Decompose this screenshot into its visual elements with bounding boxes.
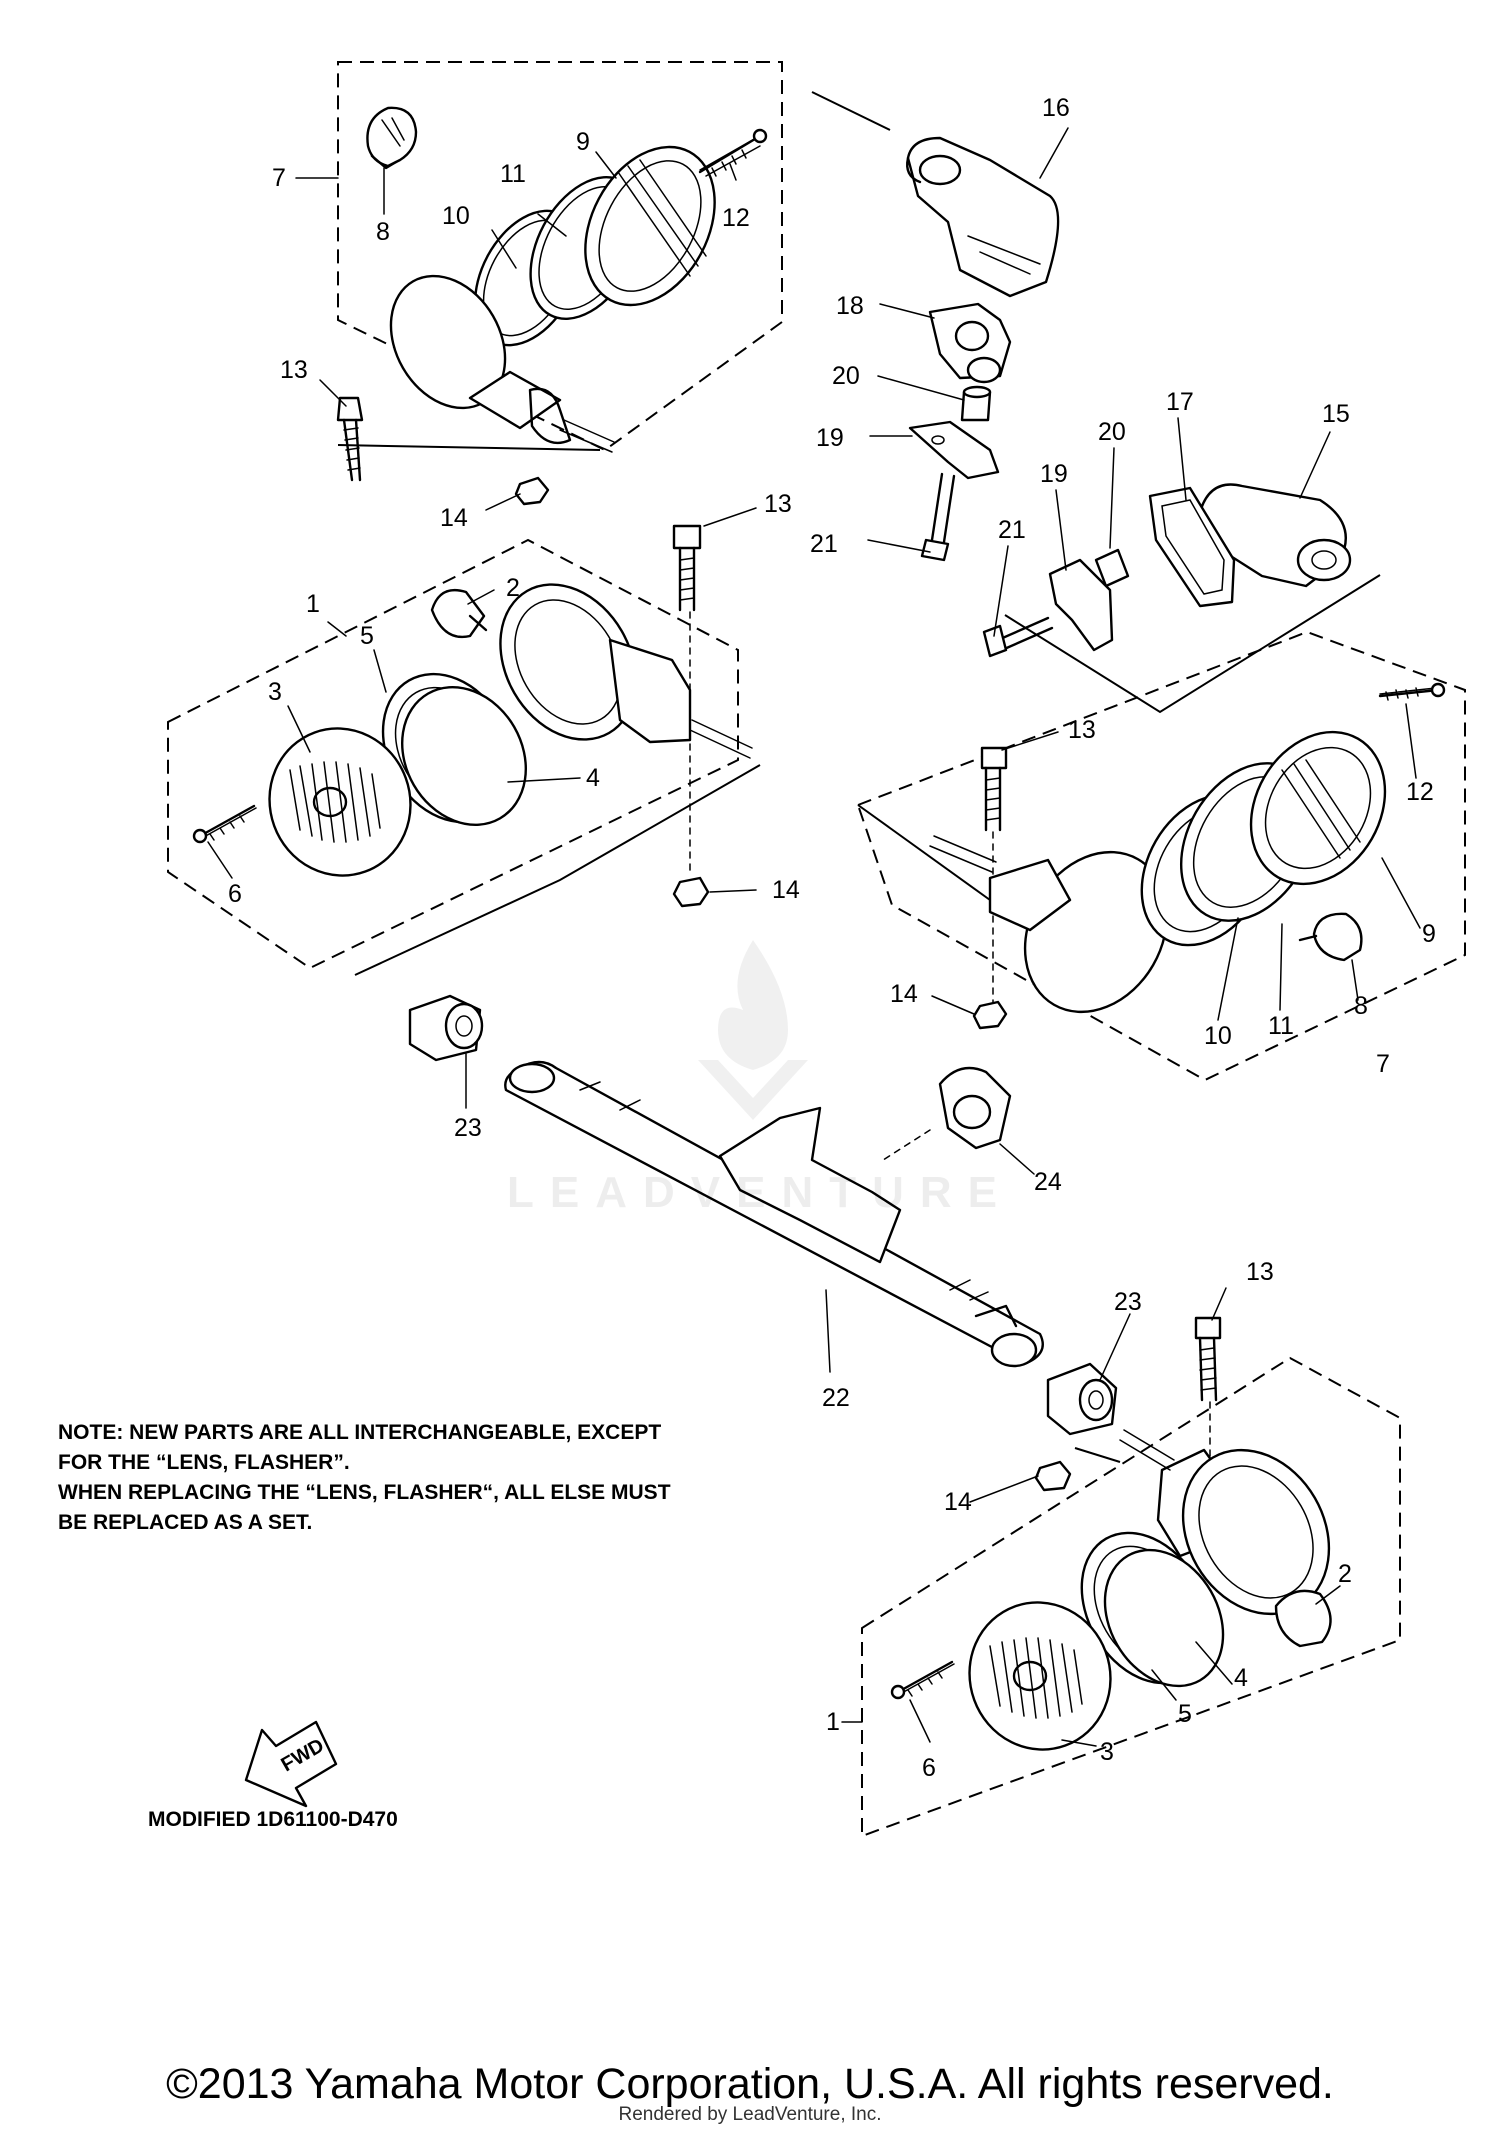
- fwd-arrow: FWD: [244, 1720, 338, 1808]
- callout-c4a: 9: [576, 128, 590, 156]
- callout-c38a: 23: [1114, 1288, 1142, 1316]
- callout-c28a: 12: [1406, 778, 1434, 806]
- callout-c24a: 6: [228, 880, 242, 908]
- callout-c26a: 14: [772, 876, 800, 904]
- callout-c12a: 19: [816, 424, 844, 452]
- callout-c29a: 9: [1422, 920, 1436, 948]
- callout-c14a: 17: [1166, 388, 1194, 416]
- outline-assembly-1-left: [167, 538, 739, 970]
- callout-c6a: 12: [722, 204, 750, 232]
- callout-c20a: 2: [506, 574, 520, 602]
- assembly-outlines: [167, 61, 1466, 1838]
- flasher-left-parts: [192, 583, 753, 877]
- callout-c42a: 4: [1234, 1664, 1248, 1692]
- callout-c35a: 23: [454, 1114, 482, 1142]
- leadventure-logo-watermark: [698, 940, 808, 1120]
- callout-c25a: 13: [764, 490, 792, 518]
- interchangeability-note: NOTE: NEW PARTS ARE ALL INTERCHANGEABLE,…: [58, 1418, 818, 1538]
- bulb-part-8: [366, 106, 418, 170]
- callout-c41a: 2: [1338, 1560, 1352, 1588]
- callout-numbers: 7 8 11 9 10 12 13 14 16 18 20 19 21 17 1…: [228, 94, 1436, 1782]
- bracket-parts-upper-right: [906, 136, 1352, 658]
- callout-c5a: 10: [442, 202, 470, 230]
- note-line-3: WHEN REPLACING THE “LENS, FLASHER“, ALL …: [58, 1481, 671, 1504]
- callout-c34a: 7: [1376, 1050, 1390, 1078]
- modified-code: MODIFIED 1D61100-D470: [148, 1808, 398, 1831]
- callout-c17a: 19: [1040, 460, 1068, 488]
- callout-c36a: 24: [1034, 1168, 1062, 1196]
- lens-right-parts: [929, 682, 1446, 1030]
- callout-c23a: 4: [586, 764, 600, 792]
- bolt-part-13-upper: [336, 396, 364, 482]
- bolt-part-13-center: [672, 524, 702, 871]
- callout-c3a: 11: [500, 160, 526, 188]
- nut-part-14-upper: [514, 476, 550, 506]
- callout-c15a: 15: [1322, 400, 1350, 428]
- callout-c44a: 6: [922, 1754, 936, 1782]
- outline-assembly-7-upper: [337, 61, 783, 452]
- outline-assembly-1-right: [861, 1356, 1401, 1838]
- outline-assembly-7-right: [856, 630, 1466, 1082]
- callout-c18a: 21: [998, 516, 1026, 544]
- rendered-by-text: Rendered by LeadVenture, Inc.: [618, 2104, 882, 2125]
- callout-c8a: 14: [440, 504, 468, 532]
- callout-c16a: 20: [1098, 418, 1126, 446]
- callout-c37a: 22: [822, 1384, 850, 1412]
- callout-c13a: 21: [810, 530, 838, 558]
- callout-c45a: 3: [1100, 1738, 1114, 1766]
- nut-part-14-center: [672, 876, 710, 908]
- callout-c46a: 5: [1178, 1700, 1192, 1728]
- callout-c9a: 16: [1042, 94, 1070, 122]
- copyright-text: ©2013 Yamaha Motor Corporation, U.S.A. A…: [166, 2060, 1334, 2108]
- callout-c11a: 20: [832, 362, 860, 390]
- callout-c43a: 1: [826, 1708, 840, 1736]
- callout-c21a: 3: [268, 678, 282, 706]
- watermark-text: LEADVENTURE: [506, 1168, 1014, 1217]
- callout-c30a: 14: [890, 980, 918, 1008]
- callout-c7a: 13: [280, 356, 308, 384]
- callout-c33a: 8: [1354, 992, 1368, 1020]
- note-line-4: BE REPLACED AS A SET.: [58, 1511, 313, 1534]
- callout-c40a: 14: [944, 1488, 972, 1516]
- note-line-1: NOTE: NEW PARTS ARE ALL INTERCHANGEABLE,…: [58, 1421, 662, 1444]
- leader-lines: [207, 127, 1421, 1747]
- callout-c2a: 8: [376, 218, 390, 246]
- lens-upper-parts: [389, 128, 768, 453]
- callout-c19a: 1: [306, 590, 320, 618]
- callout-c1a: 7: [272, 164, 286, 192]
- callout-c22a: 5: [360, 622, 374, 650]
- callout-c39a: 13: [1246, 1258, 1274, 1286]
- callout-c32a: 11: [1268, 1012, 1294, 1040]
- bar-assembly-parts: [408, 994, 1118, 1436]
- callout-c10a: 18: [836, 292, 864, 320]
- flasher-lower-right-parts: [890, 1316, 1332, 1751]
- callout-c27a: 13: [1068, 716, 1096, 744]
- callout-c31a: 10: [1204, 1022, 1232, 1050]
- note-line-2: FOR THE “LENS, FLASHER”.: [58, 1451, 350, 1474]
